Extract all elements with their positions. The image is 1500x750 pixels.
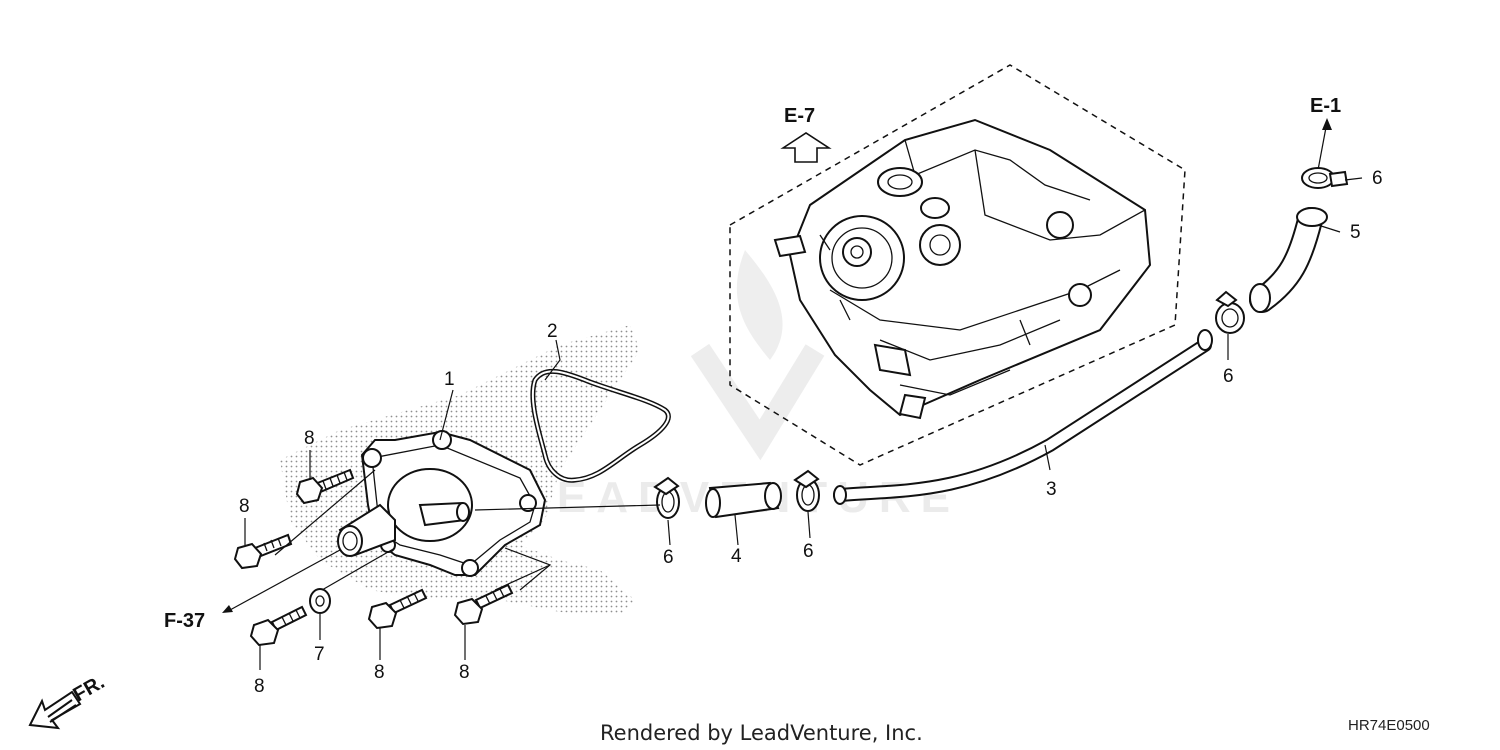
callout-clamp-mid-right: 6 <box>1223 366 1234 387</box>
e1-arrow-icon <box>1322 118 1332 130</box>
diagram-code: HR74E0500 <box>1348 717 1430 734</box>
callout-bolt-bottom-left: 8 <box>254 676 265 697</box>
bolt-bottom-left <box>249 605 308 647</box>
callout-pump: 1 <box>444 369 455 390</box>
hose-clamp-center <box>793 469 820 512</box>
callout-clamp-center: 6 <box>803 541 814 562</box>
hose-clamp-left <box>653 476 680 519</box>
callout-pipe: 3 <box>1046 479 1057 500</box>
callout-washer: 7 <box>314 644 325 665</box>
f37-arrow-icon <box>222 605 233 613</box>
callout-hose-short: 4 <box>731 546 742 567</box>
f37-reference: F-37 <box>164 605 233 632</box>
bolt-bottom-right <box>453 583 514 626</box>
front-arrow-icon <box>28 690 82 730</box>
callout-bolt-upper: 8 <box>304 428 315 449</box>
sealing-washer <box>309 588 331 614</box>
f37-label: F-37 <box>164 610 205 632</box>
short-hose <box>705 481 782 519</box>
engine-crankcase <box>773 118 1152 420</box>
callout-bolt-left: 8 <box>239 496 250 517</box>
bent-hose <box>1249 207 1328 313</box>
render-credit: Rendered by LeadVenture, Inc. <box>600 721 923 745</box>
e1-label: E-1 <box>1310 95 1341 117</box>
hose-clamp-top <box>1301 167 1349 189</box>
water-pipe <box>833 329 1213 505</box>
bolt-left <box>233 533 293 570</box>
engine-reference-box <box>729 64 1186 466</box>
bolt-bottom-mid <box>367 588 428 630</box>
e7-reference: E-7 <box>780 105 832 163</box>
bolt-upper <box>295 468 355 505</box>
leader-lines <box>229 177 1363 670</box>
callouts: 1 2 3 4 5 6 6 6 6 7 8 8 8 8 8 <box>239 168 1383 697</box>
callout-gasket: 2 <box>547 321 558 342</box>
callout-bolt-bottom-right: 8 <box>459 662 470 683</box>
e1-reference: E-1 <box>1310 95 1341 171</box>
e7-up-arrow-icon <box>780 132 832 163</box>
callout-bolt-bottom-mid: 8 <box>374 662 385 683</box>
water-pump-cover <box>337 430 547 577</box>
front-direction: FR. <box>28 671 108 730</box>
callout-clamp-left: 6 <box>663 547 674 568</box>
e7-label: E-7 <box>784 105 815 127</box>
hose-clamp-mid-right <box>1215 290 1245 334</box>
callout-hose-bent: 5 <box>1350 222 1361 243</box>
callout-clamp-top: 6 <box>1372 168 1383 189</box>
